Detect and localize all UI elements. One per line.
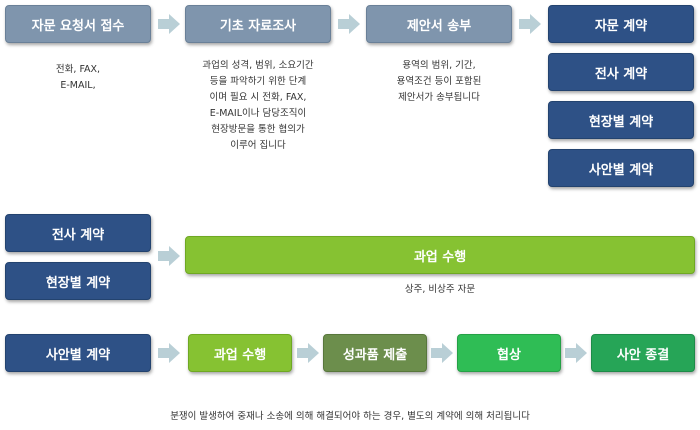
arrow-right-icon	[565, 343, 587, 363]
row3-task-execution: 과업 수행	[188, 334, 292, 372]
step-consult-request-label: 자문 요청서 접수	[31, 18, 125, 34]
step-basic-research: 기초 자료조사	[185, 5, 331, 43]
step-send-proposal-label: 제안서 송부	[406, 18, 472, 34]
arrow-right-icon	[519, 14, 541, 34]
contract-advisory-label: 자문 계약	[594, 18, 648, 34]
contract-company-wide: 전사 계약	[548, 53, 694, 91]
row2-task-description: 상주, 비상주 자문	[404, 284, 476, 295]
row3-contract-per-case: 사안별 계약	[5, 334, 151, 372]
row3-deliverable-submission: 성과품 제출	[323, 334, 427, 372]
step-consult-request: 자문 요청서 접수	[5, 5, 151, 43]
arrow-right-icon	[338, 14, 360, 34]
contract-per-site: 현장별 계약	[548, 101, 694, 139]
footnote: 분쟁이 발생하여 중재나 소송에 의해 해결되어야 하는 경우, 별도의 계약에…	[170, 411, 530, 422]
step1-description: 전화, FAX, E-MAIL,	[55, 64, 101, 91]
contract-per-case: 사안별 계약	[548, 149, 694, 187]
arrow-right-icon	[158, 343, 180, 363]
row2-contract-per-site: 현장별 계약	[5, 262, 151, 300]
arrow-right-icon	[158, 14, 180, 34]
step-basic-research-label: 기초 자료조사	[219, 18, 297, 34]
arrow-right-icon	[431, 343, 453, 363]
contract-advisory: 자문 계약	[548, 5, 694, 43]
contract-company-wide-label: 전사 계약	[594, 66, 648, 82]
row3-case-closing: 사안 종결	[591, 334, 695, 372]
contract-per-case-label: 사안별 계약	[588, 162, 654, 178]
row2-task-execution: 과업 수행	[185, 236, 695, 274]
row3-negotiation: 협상	[457, 334, 561, 372]
arrow-right-icon	[297, 343, 319, 363]
step2-description: 과업의 성격, 범위, 소요기간 등을 파악하기 위한 단계 이며 필요 시 전…	[202, 60, 314, 151]
contract-per-site-label: 현장별 계약	[588, 114, 654, 130]
row2-contract-company-wide: 전사 계약	[5, 214, 151, 252]
arrow-right-icon	[158, 246, 180, 266]
step3-description: 용역의 범위, 기간, 용역조건 등이 포함된 제안서가 송부됩니다	[396, 60, 482, 103]
step-send-proposal: 제안서 송부	[366, 5, 512, 43]
